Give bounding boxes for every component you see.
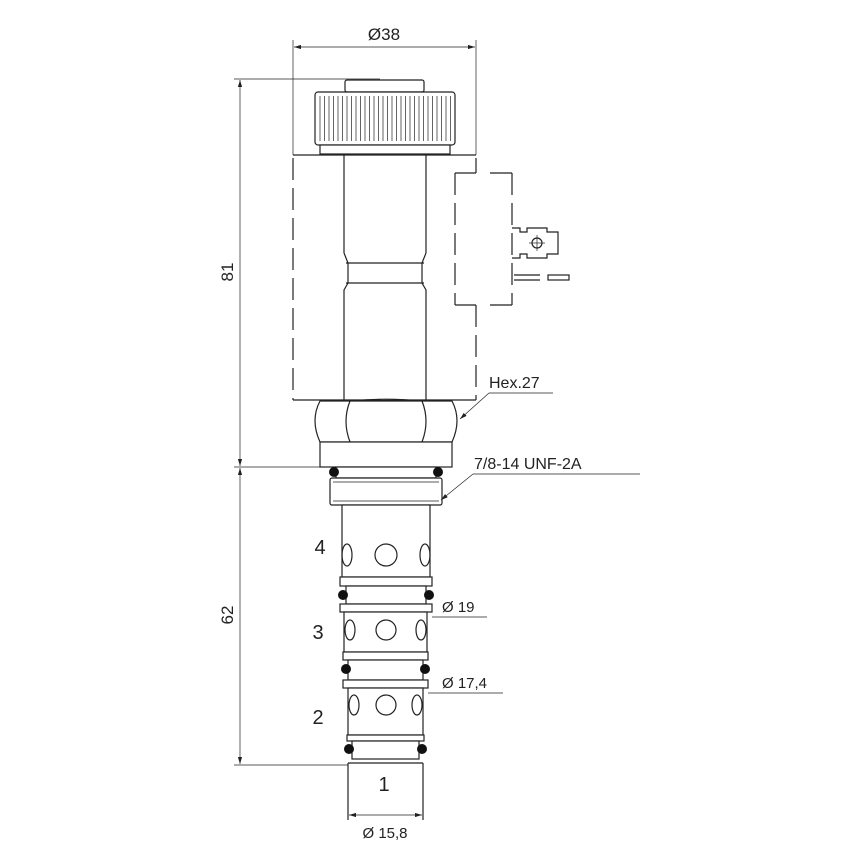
electrical-connector <box>512 227 570 281</box>
diameter-17-4-label: Ø 17,4 <box>442 675 487 692</box>
upper-length-label: 81 <box>218 263 237 282</box>
thread-label: 7/8-14 UNF-2A <box>474 456 582 473</box>
port-3-label: 3 <box>312 622 323 644</box>
knurled-knob <box>314 79 456 155</box>
hex-label: Hex.27 <box>489 375 540 392</box>
dimension-coil-diameter: Ø38 <box>292 25 477 155</box>
port-2-label: 2 <box>312 707 323 729</box>
thread-section <box>329 466 443 506</box>
coil-diameter-label: Ø38 <box>368 25 400 44</box>
hex-callout: Hex.27 <box>459 375 553 420</box>
port-1-label: 1 <box>378 774 389 796</box>
armature-tube <box>343 154 427 400</box>
diameter-callouts: Ø 19 Ø 17,4 Ø 15,8 <box>349 599 503 842</box>
diameter-15-8-label: Ø 15,8 <box>362 825 407 842</box>
dimension-lengths: 81 62 <box>218 78 380 766</box>
hex-nut <box>314 398 458 468</box>
port-labels: 4 3 2 1 <box>312 537 389 796</box>
thread-callout: 7/8-14 UNF-2A <box>440 456 640 501</box>
diameter-19-label: Ø 19 <box>442 599 475 616</box>
port-4-label: 4 <box>314 537 325 559</box>
cartridge-body <box>338 504 434 820</box>
coil-outline <box>292 154 513 401</box>
lower-length-label: 62 <box>218 606 237 625</box>
